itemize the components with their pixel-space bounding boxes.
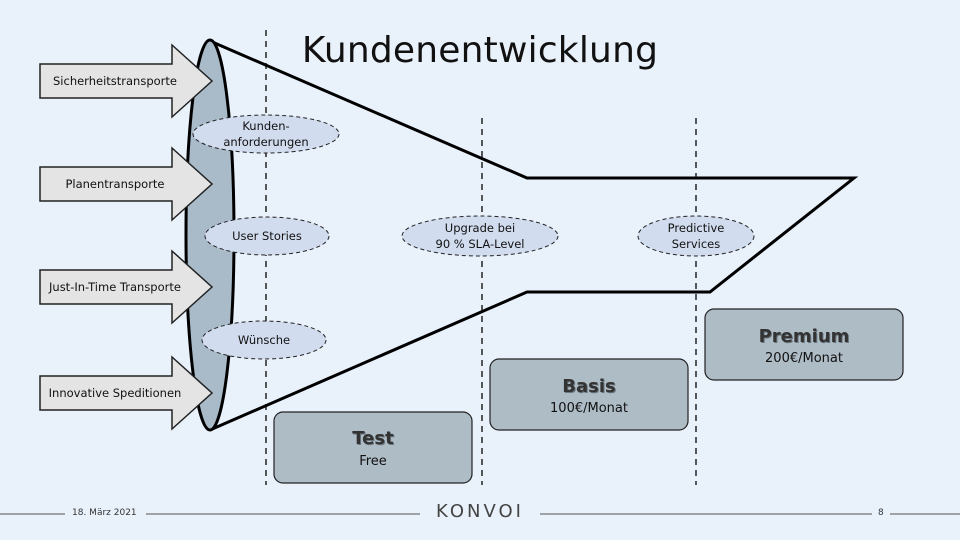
input-label-wuensche: Wünsche [237, 333, 291, 347]
tier-price-premium: 200€/Monat [765, 351, 843, 366]
input-ellipse [204, 216, 330, 256]
input-label-user-stories: User Stories [232, 229, 302, 243]
source-label-just-in-time: Just-In-Time Transporte [49, 280, 181, 294]
milestone-label-predictive-services: Predictive Services [667, 221, 725, 251]
milestone-label-upgrade: Upgrade bei 90 % SLA-Level [435, 221, 525, 251]
source-label-planentransporte: Planentransporte [65, 177, 165, 191]
tier-name-premium: Premium [758, 326, 850, 347]
source-arrow [39, 146, 214, 222]
source-arrow [39, 355, 214, 431]
source-arrow [39, 249, 214, 325]
milestone-ellipse [401, 215, 559, 257]
source-label-innovative-speditionen: Innovative Speditionen [48, 386, 182, 400]
footer-date: 18. März 2021 [72, 508, 137, 518]
slide-title: Kundenentwicklung [301, 30, 659, 71]
tier-name-test: Test [352, 428, 394, 449]
source-label-sicherheitstransporte: Sicherheitstransporte [53, 74, 177, 88]
input-label-kundenanforderungen: Kunden- anforderungen [223, 119, 309, 149]
tier-box-test [273, 411, 473, 484]
funnel-outline [209, 39, 859, 432]
tier-price-basis: 100€/Monat [550, 401, 628, 416]
input-ellipse [201, 320, 327, 360]
tier-price-test: Free [359, 454, 387, 469]
tier-box-premium [704, 308, 904, 381]
source-arrow [39, 43, 214, 119]
input-ellipse [192, 114, 340, 154]
tier-box-basis [489, 358, 689, 431]
konvoi-logo: KONVOI [436, 501, 524, 522]
milestone-ellipse [637, 215, 755, 257]
page-number: 8 [878, 508, 884, 518]
tier-name-basis: Basis [562, 376, 616, 397]
